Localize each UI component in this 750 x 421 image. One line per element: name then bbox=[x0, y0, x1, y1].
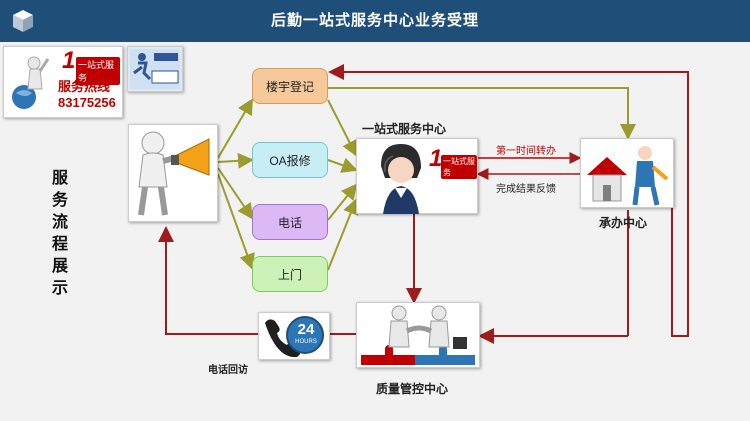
handshake-puzzle-icon bbox=[361, 305, 475, 365]
logo-one-icon: 1 bbox=[429, 145, 443, 172]
agent-headset-icon bbox=[381, 144, 421, 214]
hotline-card: 1 一站式服务 服务热线 83175256 bbox=[3, 46, 123, 118]
hotline-logo-text: 一站式服务 bbox=[76, 57, 120, 85]
side-title-char: 程 bbox=[51, 236, 68, 253]
quality-card bbox=[356, 302, 480, 368]
channel-oa-label: OA报修 bbox=[269, 153, 311, 168]
undertake-title: 承办中心 bbox=[599, 216, 648, 230]
channel-phone-label: 电话 bbox=[277, 215, 302, 230]
cube-icon bbox=[13, 10, 33, 32]
callback-badge-num: 24 bbox=[297, 321, 315, 338]
globe-person-icon bbox=[12, 56, 50, 109]
hotline-label: 服务热线 bbox=[58, 79, 111, 94]
megaphone-person-icon bbox=[138, 131, 210, 216]
service-center-card: 1 一站式服务 bbox=[356, 138, 478, 214]
side-title-char: 流 bbox=[51, 214, 68, 231]
promo-card bbox=[127, 46, 183, 92]
channel-visit-box: 上门 bbox=[252, 256, 328, 292]
center-logo: 1 一站式服务 bbox=[429, 145, 477, 179]
hotline-number: 83175256 bbox=[58, 95, 116, 110]
page-title: 后勤一站式服务中心业务受理 bbox=[270, 12, 479, 29]
running-person-icon bbox=[130, 49, 180, 89]
callback-label: 电话回访 bbox=[208, 365, 248, 376]
side-title-char: 示 bbox=[51, 280, 68, 297]
undertake-card bbox=[580, 138, 674, 208]
side-title-char: 展 bbox=[51, 258, 68, 275]
service-center-title: 一站式服务中心 bbox=[362, 122, 447, 136]
channel-phone-box: 电话 bbox=[252, 204, 328, 240]
quality-title: 质量管控中心 bbox=[376, 382, 449, 396]
center-logo-text: 一站式服务 bbox=[441, 155, 477, 179]
logo-one-icon: 1 bbox=[62, 47, 76, 74]
side-title-char: 服 bbox=[51, 170, 68, 187]
feedback-label: 完成结果反馈 bbox=[496, 184, 556, 195]
header-bar bbox=[0, 0, 750, 42]
channel-register-label: 楼宇登记 bbox=[265, 79, 314, 94]
callback-badge-text: HOURS bbox=[295, 339, 317, 345]
side-title: 服 务 流 程 展 示 bbox=[50, 168, 70, 300]
house-repairman-icon bbox=[587, 146, 669, 206]
megaphone-card bbox=[128, 124, 218, 222]
channel-register-box: 楼宇登记 bbox=[252, 68, 328, 104]
transfer-label: 第一时间转办 bbox=[496, 146, 556, 157]
hotline-logo: 1 一站式服务 bbox=[62, 47, 120, 85]
phone-24-hours-icon bbox=[265, 316, 324, 358]
channel-oa-box: OA报修 bbox=[252, 142, 328, 178]
callback-card: 24 HOURS bbox=[258, 312, 330, 360]
side-title-char: 务 bbox=[51, 192, 68, 209]
channel-visit-label: 上门 bbox=[277, 267, 302, 282]
